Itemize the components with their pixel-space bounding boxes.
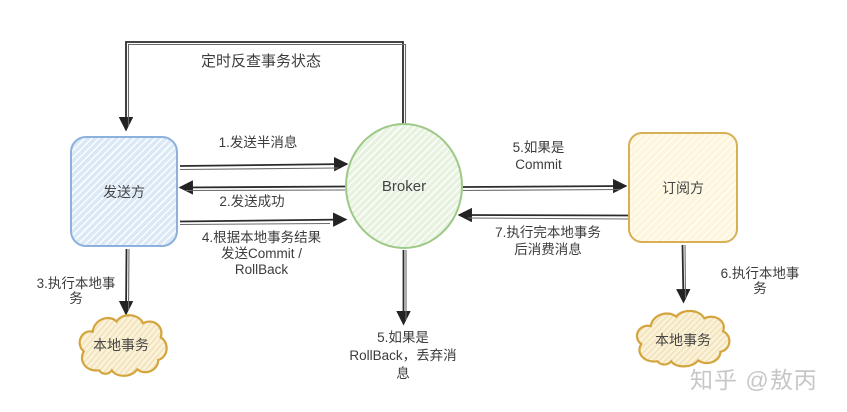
label-step5-commit: 5.如果是 Commit bbox=[512, 140, 565, 172]
label-step7: 7.执行完本地事务 后消费消息 bbox=[495, 225, 601, 257]
local-transaction-right-label: 本地事务 bbox=[655, 332, 711, 348]
local-transaction-left-label: 本地事务 bbox=[93, 337, 149, 353]
broker-label: Broker bbox=[381, 177, 427, 195]
arrow-broker-down bbox=[396, 250, 411, 326]
broker-node: Broker bbox=[345, 123, 463, 249]
arrow-sender-down bbox=[118, 248, 134, 316]
cloud-right bbox=[637, 311, 729, 366]
subscriber-node: 订阅方 bbox=[628, 132, 738, 243]
arrow-step2 bbox=[178, 180, 346, 195]
arrow-step7 bbox=[457, 207, 630, 223]
label-step5-rollback: 5.如果是 RollBack，丢弃消 息 bbox=[349, 330, 457, 381]
arrow-check-back bbox=[118, 41, 407, 132]
label-step1: 1.发送半消息 bbox=[218, 135, 298, 150]
arrow-subscriber-down bbox=[676, 244, 691, 304]
arrow-step1 bbox=[179, 156, 349, 172]
subscriber-label: 订阅方 bbox=[662, 179, 704, 196]
sender-label: 发送方 bbox=[103, 183, 145, 200]
arrow-step4 bbox=[179, 212, 348, 227]
label-step6: 6.执行本地事 务 bbox=[720, 266, 800, 296]
label-step4: 4.根据本地事务结果 发送Commit / RollBack bbox=[201, 230, 322, 277]
label-step3: 3.执行本地事 务 bbox=[36, 276, 116, 306]
cloud-left bbox=[80, 315, 167, 376]
sender-node: 发送方 bbox=[70, 136, 178, 247]
arrow-step5-commit bbox=[462, 178, 628, 194]
label-check-back: 定时反查事务状态 bbox=[200, 53, 321, 70]
label-step2: 2.发送成功 bbox=[219, 194, 285, 209]
watermark: 知乎 @敖丙 bbox=[690, 367, 818, 393]
